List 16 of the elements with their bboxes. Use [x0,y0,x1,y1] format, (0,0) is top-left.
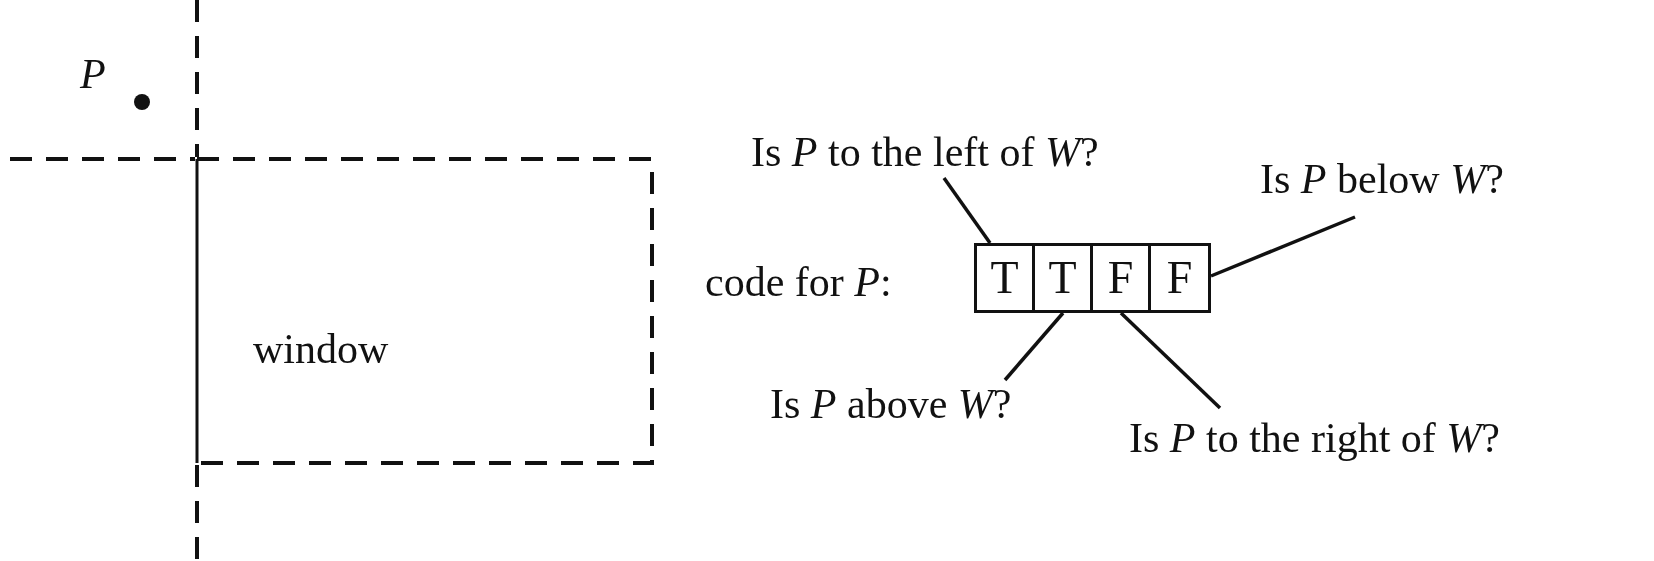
code-bit-cell: T [974,243,1035,313]
window-label: window [253,325,389,373]
question-text: Is P to the left of W? [751,128,1099,176]
question-text: Is P to the right of W? [1129,414,1500,462]
leader-line [1210,215,1356,278]
question-text: Is P above W? [770,380,1012,428]
point-label: P [80,50,106,98]
leader-line [1003,311,1065,382]
leader-line [942,177,992,244]
code-bit-cell: F [1148,243,1211,313]
code-bit-cell: T [1032,243,1093,313]
leader-line [1119,311,1222,410]
code-label: code for P: [705,258,892,306]
window-rectangle [195,157,654,465]
question-text: Is P below W? [1260,155,1504,203]
code-bit-cell: F [1090,243,1151,313]
